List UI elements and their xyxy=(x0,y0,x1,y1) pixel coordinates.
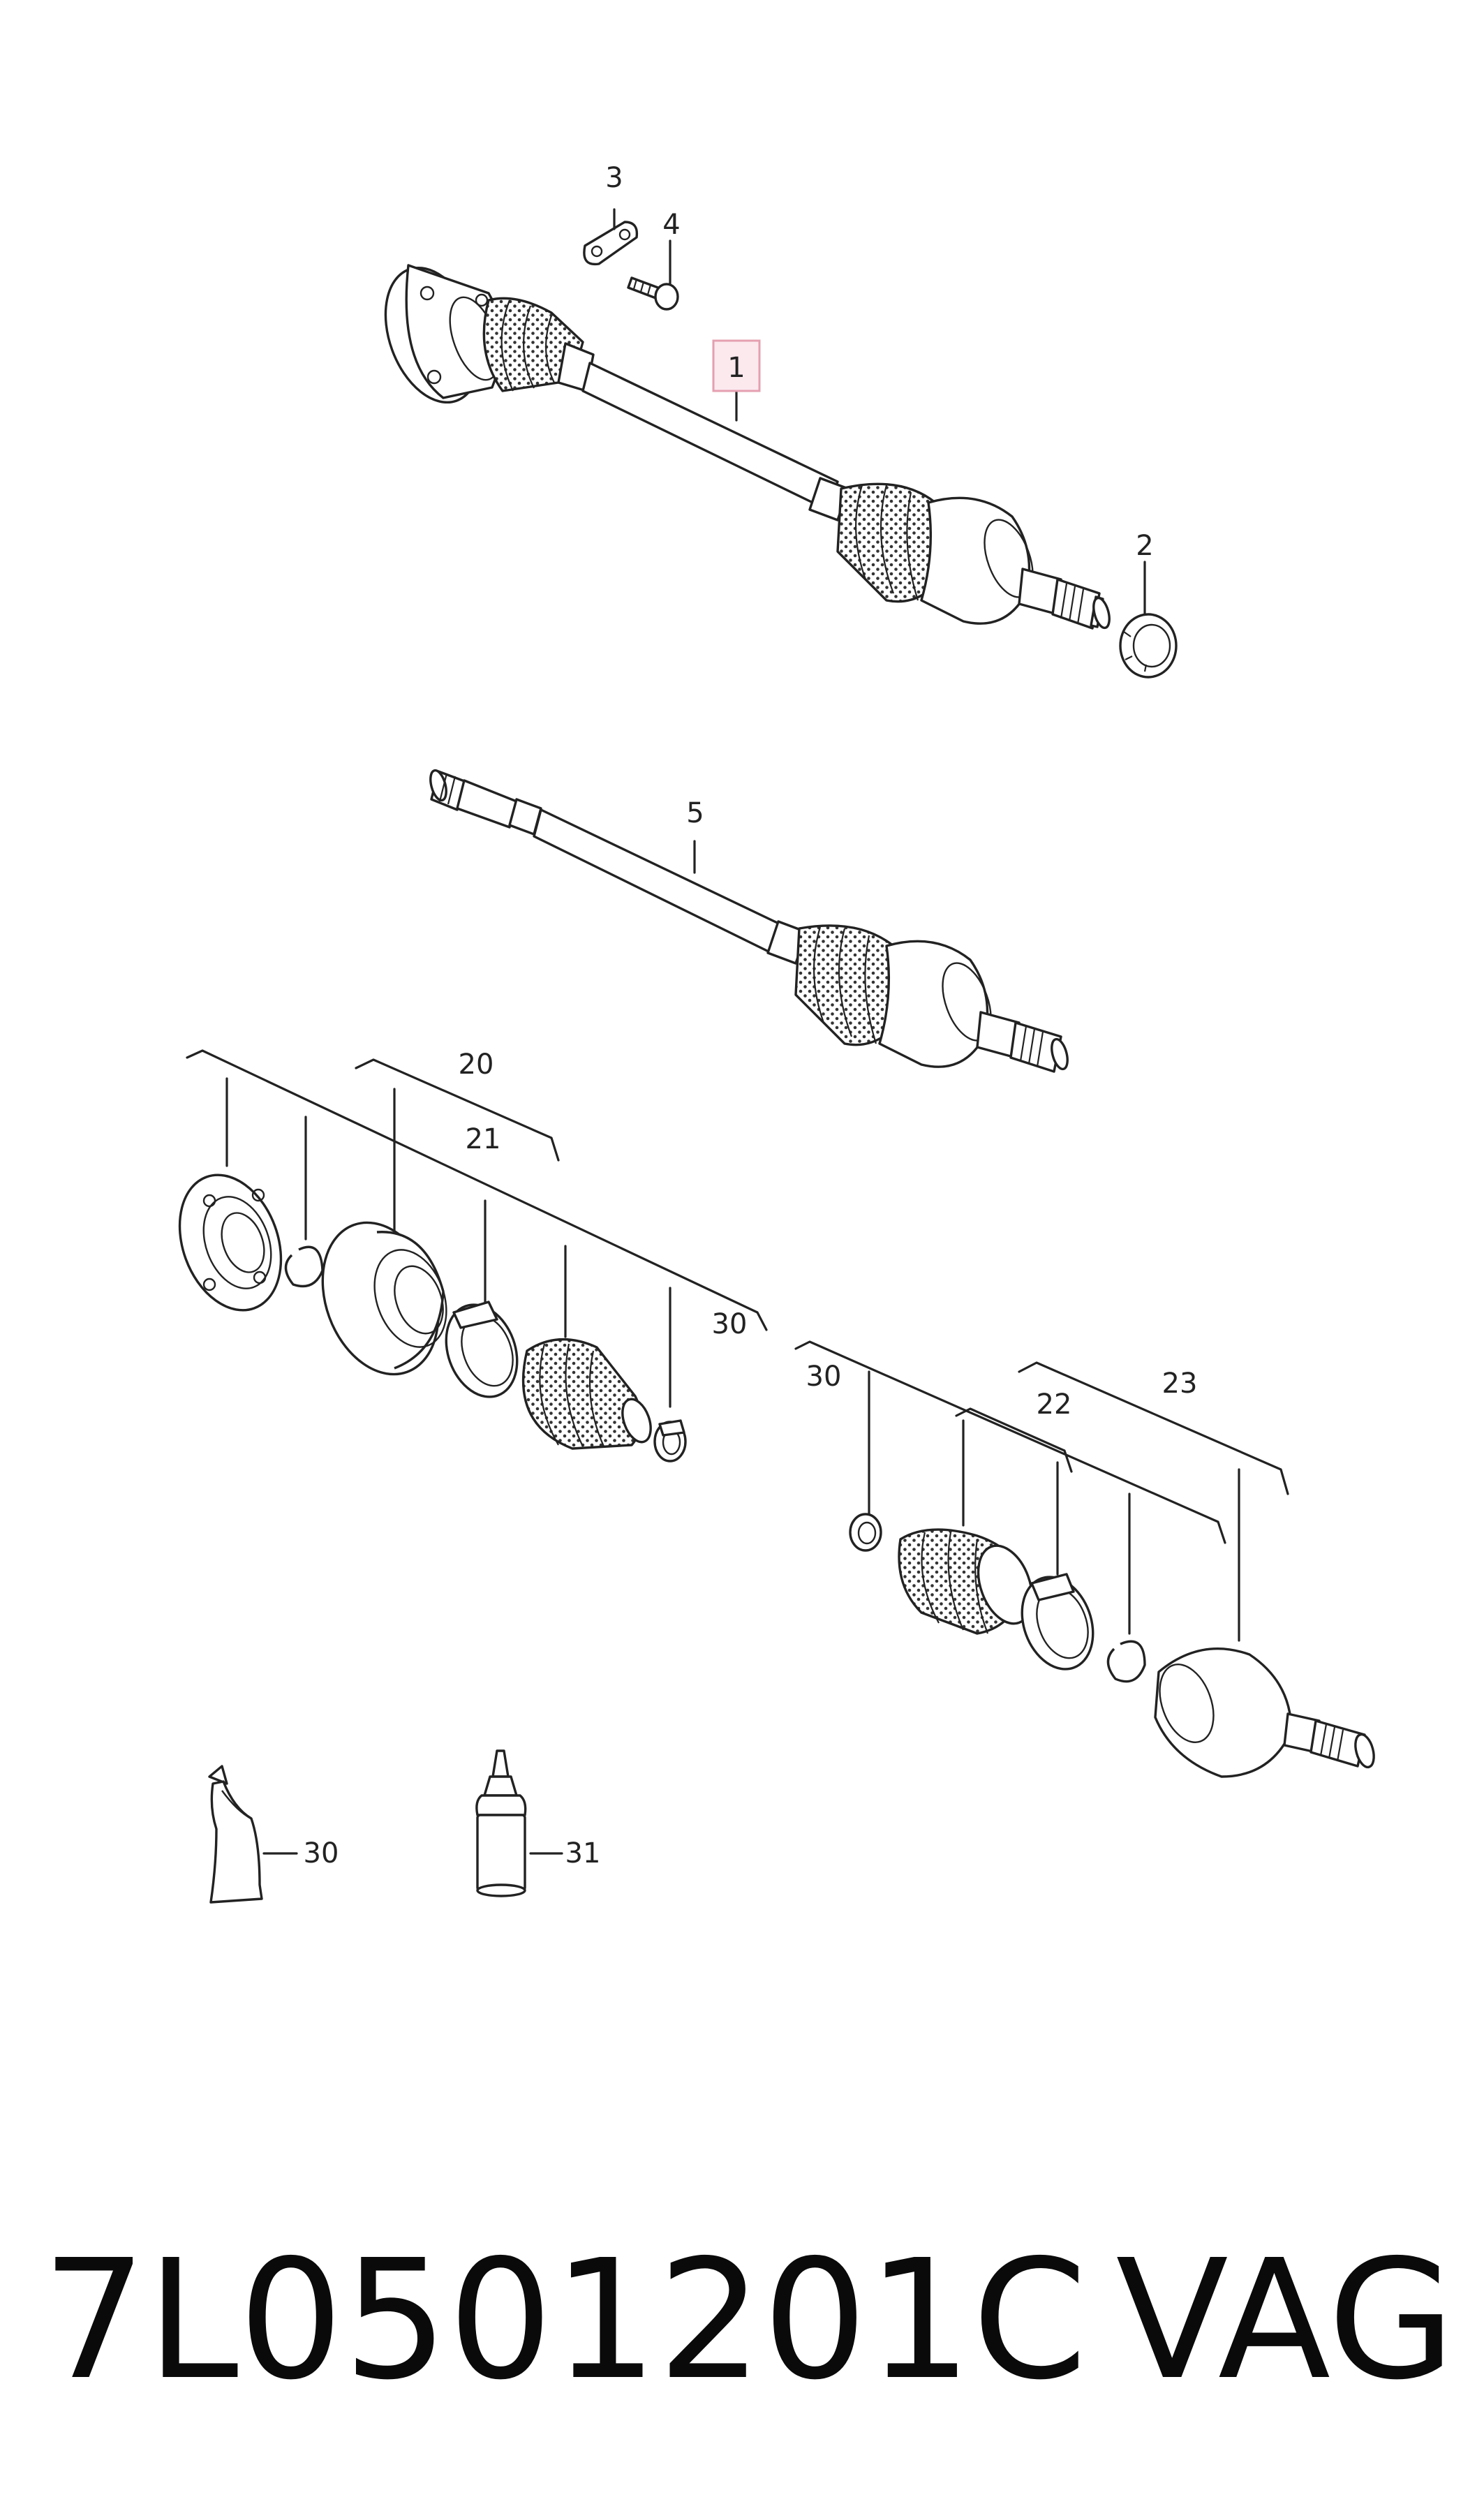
circlip-left xyxy=(284,1245,324,1288)
joint-flange xyxy=(178,1173,283,1312)
label-22: 22 xyxy=(1037,1388,1072,1421)
axle-nut-2 xyxy=(1119,613,1178,679)
cv-joint-housing xyxy=(321,1221,447,1376)
grease-tube-30 xyxy=(208,1765,263,1904)
label-23: 23 xyxy=(1162,1368,1198,1400)
label-31: 31 xyxy=(565,1837,601,1869)
drive-shaft-5 xyxy=(429,769,1069,1073)
label-2: 2 xyxy=(1136,530,1153,562)
label-30-left: 30 xyxy=(712,1308,748,1340)
lock-plate-3 xyxy=(583,221,639,266)
label-4: 4 xyxy=(662,209,680,241)
bracket-22 xyxy=(955,1407,1073,1473)
small-clamp-right xyxy=(849,1513,882,1552)
sealant-bottle-31 xyxy=(475,1749,527,1897)
hose-clamp-left xyxy=(445,1301,519,1398)
small-clamp-left xyxy=(653,1419,687,1462)
hose-clamp-right xyxy=(1021,1573,1095,1671)
bracket-30-right xyxy=(794,1340,1226,1544)
label-5: 5 xyxy=(686,797,704,829)
bracket-30-left xyxy=(186,1049,768,1331)
bracket-20 xyxy=(355,1058,560,1162)
label-20: 20 xyxy=(459,1049,494,1081)
bolt-4 xyxy=(627,276,679,311)
cv-boot-left xyxy=(521,1338,652,1450)
drive-shaft-assembly-1 xyxy=(384,264,1111,630)
label-3: 3 xyxy=(605,162,623,194)
part-number-caption: 7L0501201C xyxy=(42,2224,1087,2416)
label-30-tube: 30 xyxy=(304,1837,339,1869)
label-21: 21 xyxy=(466,1123,501,1155)
cv-boot-right xyxy=(898,1528,1034,1635)
label-1: 1 xyxy=(727,352,745,384)
brand-caption: VAG xyxy=(1115,2224,1455,2416)
bracket-23 xyxy=(1018,1361,1289,1495)
circlip-right xyxy=(1106,1640,1146,1683)
label-30-right: 30 xyxy=(806,1361,842,1393)
cv-joint-right xyxy=(1154,1647,1375,1778)
highlight-box-part-1 xyxy=(712,339,761,392)
